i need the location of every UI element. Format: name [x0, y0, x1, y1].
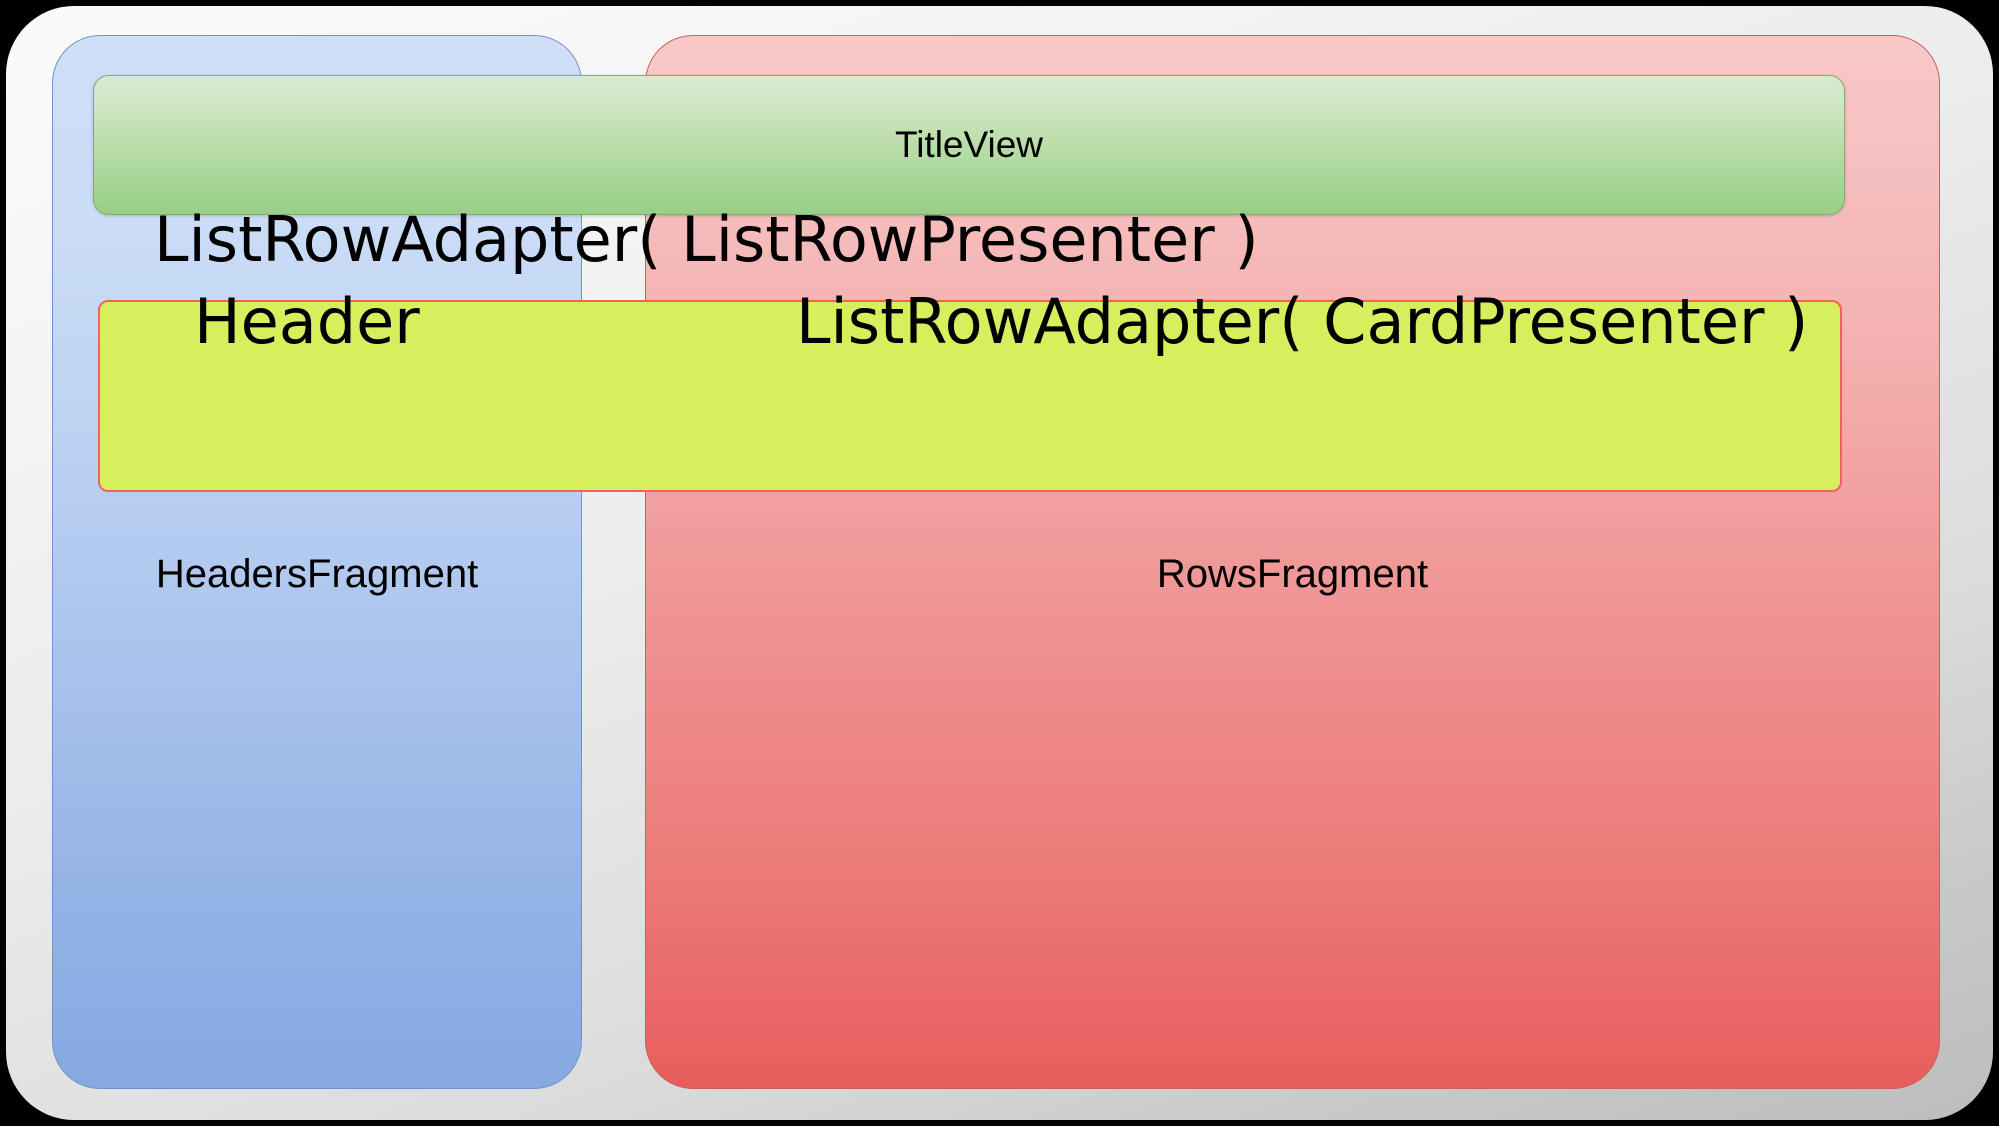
- header-label: Header: [194, 285, 420, 358]
- list-row-box[interactable]: [98, 300, 1842, 492]
- headers-fragment-label: HeadersFragment: [155, 552, 479, 596]
- list-row-adapter-list-row-presenter-label: ListRowAdapter( ListRowPresenter ): [154, 203, 1259, 276]
- rows-fragment-label: RowsFragment: [1156, 552, 1429, 596]
- browse-fragment-container: HeadersFragment RowsFragment TitleView L…: [6, 6, 1993, 1120]
- title-view-label: TitleView: [894, 124, 1044, 165]
- title-view-bar[interactable]: TitleView: [93, 75, 1845, 215]
- list-row-adapter-card-presenter-label: ListRowAdapter( CardPresenter ): [796, 285, 1809, 358]
